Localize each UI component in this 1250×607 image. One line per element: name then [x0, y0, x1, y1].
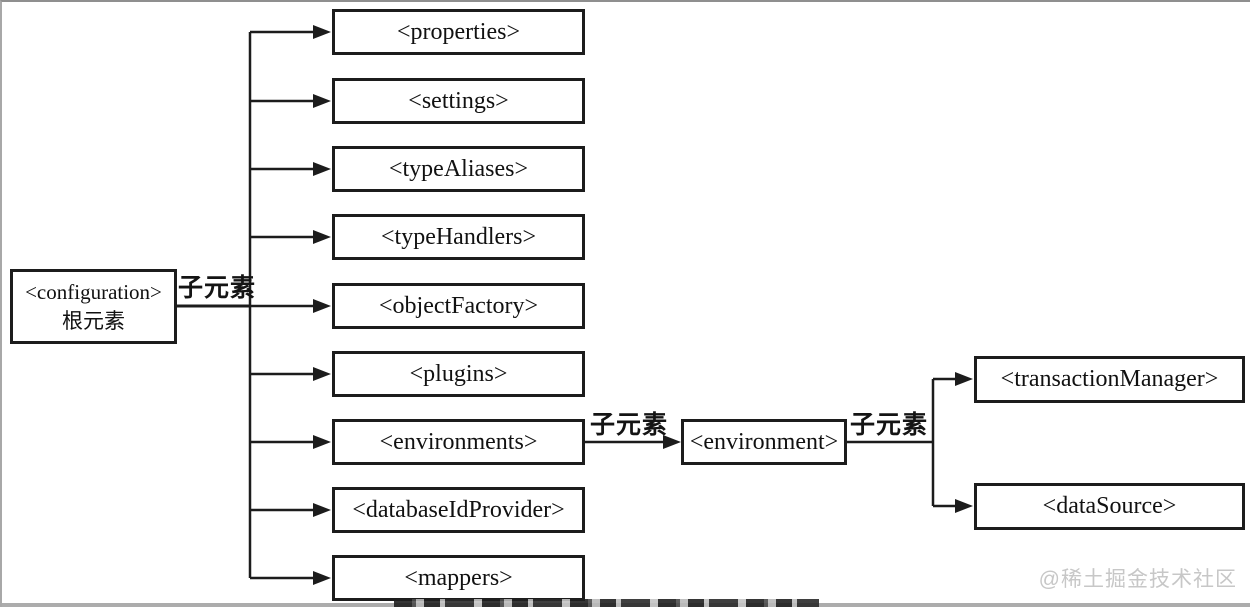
- node-configuration-caption: 根元素: [62, 308, 125, 333]
- node-plugins: <plugins>: [332, 351, 585, 397]
- watermark: @稀土掘金技术社区: [1038, 568, 1237, 591]
- cutoff-caption-strip: [394, 599, 819, 607]
- edge-label-root-children: 子元素: [178, 275, 257, 302]
- node-transactionmanager: <transactionManager>: [974, 356, 1245, 403]
- node-properties: <properties>: [332, 9, 585, 55]
- node-configuration-tag: <configuration>: [25, 280, 162, 305]
- node-datasource: <dataSource>: [974, 483, 1245, 530]
- node-typealiases: <typeAliases>: [332, 146, 585, 192]
- edge-label-environment-children: 子元素: [850, 412, 929, 439]
- node-configuration: <configuration> 根元素: [10, 269, 177, 344]
- edge-label-environments-children: 子元素: [590, 412, 669, 439]
- node-typehandlers: <typeHandlers>: [332, 214, 585, 260]
- node-databaseidprovider: <databaseIdProvider>: [332, 487, 585, 533]
- node-environments: <environments>: [332, 419, 585, 465]
- node-objectfactory: <objectFactory>: [332, 283, 585, 329]
- node-environment: <environment>: [681, 419, 847, 465]
- node-mappers: <mappers>: [332, 555, 585, 601]
- node-settings: <settings>: [332, 78, 585, 124]
